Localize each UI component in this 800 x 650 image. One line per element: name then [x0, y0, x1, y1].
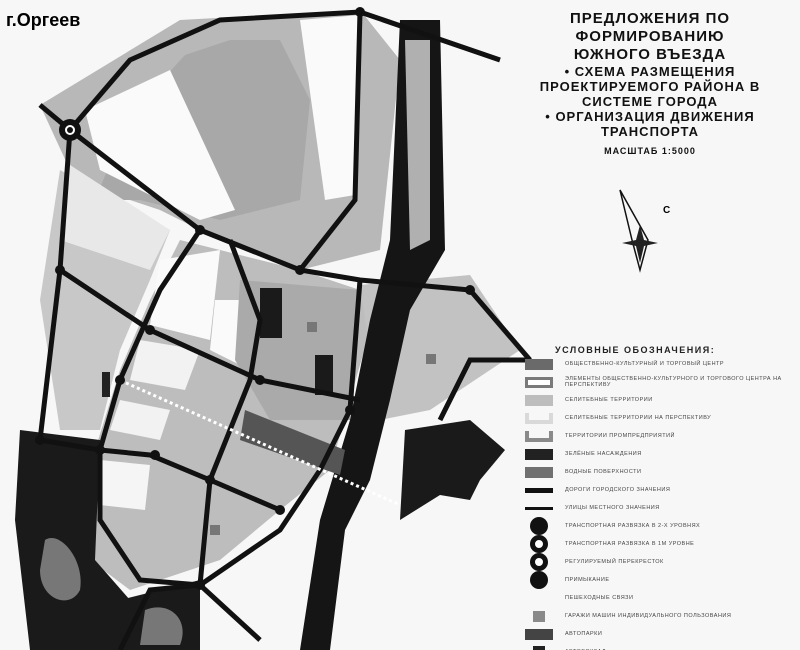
legend-label: автопарки: [565, 631, 603, 637]
intersections: [35, 7, 475, 590]
legend-label: примыкание: [565, 577, 610, 583]
legend-label: территории промпредприятий: [565, 433, 675, 439]
legend-swatch: [525, 628, 553, 640]
legend-item: селитебные территории на перспективу: [525, 409, 795, 427]
legend-item: транспортная развязка в 2-х уровнях: [525, 517, 795, 535]
city-label: г.Оргеев: [6, 10, 81, 30]
legend-swatch: [525, 593, 553, 604]
legend-swatch: [525, 466, 553, 478]
legend-item: селитебные территории: [525, 391, 795, 409]
legend-swatch: [525, 376, 553, 388]
legend-label: селитебные территории на перспективу: [565, 415, 712, 421]
legend-swatch: [525, 448, 553, 460]
title-bullet-scheme: • СХЕМА РАЗМЕЩЕНИЯ ПРОЕКТИРУЕМОГО РАЙОНА…: [539, 64, 761, 109]
districts: [15, 10, 520, 650]
legend-item: транспортная развязка в 1м уровне: [525, 535, 795, 553]
legend-item: территории промпредприятий: [525, 427, 795, 445]
legend-item: общественно-культурный и торговый центр: [525, 355, 795, 373]
legend-label: водные поверхности: [565, 469, 642, 475]
legend-item: гаражи машин индивидуального пользования: [525, 607, 795, 625]
legend-swatch: [525, 358, 553, 370]
title-line: ЮЖНОГО ВЪЕЗДА: [573, 46, 727, 63]
legend-label: селитебные территории: [565, 397, 653, 403]
legend-swatch: [533, 646, 545, 650]
legend-swatch: [530, 571, 548, 589]
legend-item: улицы местного значения: [525, 499, 795, 517]
legend-item: пешеходные связи: [525, 589, 795, 607]
title-line: ПРЕДЛОЖЕНИЯ ПО: [569, 10, 731, 27]
legend-item: автопарки: [525, 625, 795, 643]
pedestrian-axis: [114, 376, 401, 507]
legend-swatch: [525, 506, 553, 510]
legend-label: транспортная развязка в 1м уровне: [565, 541, 695, 547]
legend-swatch: [525, 487, 553, 493]
legend-item: элементы общественно-культурного и торго…: [525, 373, 795, 391]
legend-item: примыкание: [525, 571, 795, 589]
legend-label: транспортная развязка в 2-х уровнях: [565, 523, 701, 529]
legend-item: водные поверхности: [525, 463, 795, 481]
legend-label: элементы общественно-культурного и торго…: [565, 376, 782, 388]
legend-label: общественно-культурный и торговый центр: [565, 361, 725, 367]
compass-rose-icon: [619, 189, 658, 273]
legend-item: автовокзал: [525, 643, 795, 650]
legend-swatch: [525, 412, 553, 424]
legend-label: гаражи машин индивидуального пользования: [565, 613, 732, 619]
legend-label: пешеходные связи: [565, 595, 634, 601]
legend-label: улицы местного значения: [565, 505, 660, 511]
title-line: ФОРМИРОВАНИЮ: [575, 28, 725, 45]
legend: УСЛОВНЫЕ ОБОЗНАЧЕНИЯ: общественно-культу…: [525, 345, 795, 650]
legend-item: регулируемый перекресток: [525, 553, 795, 571]
legend-swatch: [530, 553, 548, 571]
legend-swatch: [530, 535, 548, 553]
legend-swatch: [533, 610, 545, 622]
legend-label: дороги городского значения: [565, 487, 671, 493]
title-bullet-traffic: • ОРГАНИЗАЦИЯ ДВИЖЕНИЯ ТРАНСПОРТА: [545, 109, 755, 139]
legend-item: дороги городского значения: [525, 481, 795, 499]
legend-swatch: [525, 430, 553, 442]
legend-item: зелёные насаждения: [525, 445, 795, 463]
legend-title: УСЛОВНЫЕ ОБОЗНАЧЕНИЯ:: [555, 345, 716, 355]
compass-north-label: С: [663, 205, 671, 216]
legend-swatch: [525, 394, 553, 406]
legend-label: регулируемый перекресток: [565, 559, 664, 565]
legend-swatch: [530, 517, 548, 535]
legend-label: зелёные насаждения: [565, 451, 642, 457]
map-title-block: ПРЕДЛОЖЕНИЯ ПО ФОРМИРОВАНИЮ ЮЖНОГО ВЪЕЗД…: [525, 10, 775, 160]
map-scale: МАСШТАБ 1:5000: [604, 146, 696, 156]
